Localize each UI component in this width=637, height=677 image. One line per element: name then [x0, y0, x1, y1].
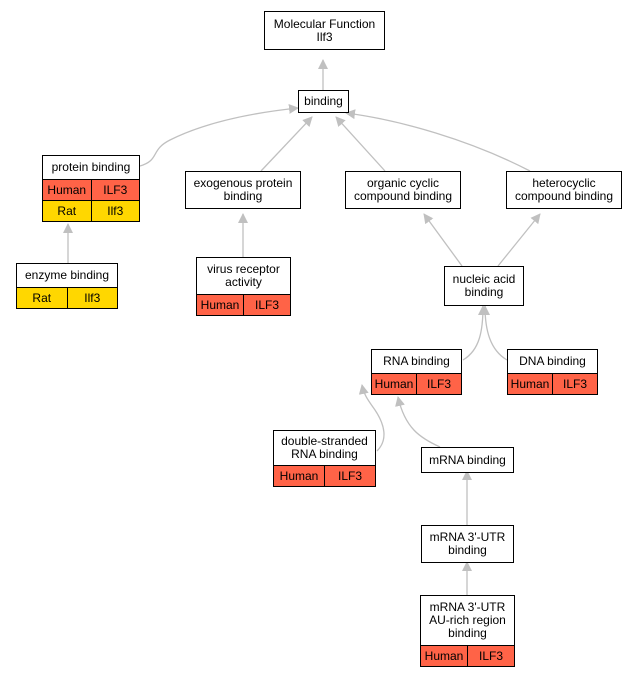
node-mrna-binding[interactable]: mRNA binding	[421, 447, 514, 473]
node-title-line: AU-rich region	[429, 613, 506, 627]
node-title-line: mRNA 3'-UTR	[429, 600, 506, 614]
gene-cell: ILF3	[467, 646, 514, 666]
node-title: enzyme binding	[17, 264, 117, 287]
node-title: RNA binding	[372, 350, 461, 373]
node-title-line: mRNA 3'-UTR	[429, 530, 506, 544]
edge-exogenous-to-binding	[260, 116, 313, 172]
node-title: binding	[299, 91, 348, 112]
node-title-line: exogenous protein	[193, 176, 293, 190]
gene-cell: ILF3	[324, 466, 375, 486]
node-title: protein binding	[43, 156, 139, 179]
node-title-line: binding	[223, 189, 263, 203]
edge-dna-to-nucleic	[480, 305, 508, 361]
node-title-line: protein binding	[51, 160, 131, 174]
node-title-line: binding	[448, 543, 487, 557]
node-title-line: binding	[464, 285, 504, 299]
species-cell: Rat	[43, 201, 91, 221]
node-title-line: Ilf3	[316, 29, 333, 44]
edge-protein-binding-to-binding	[139, 103, 299, 167]
node-title: DNA binding	[508, 350, 597, 373]
node-title-line: nucleic acid	[452, 272, 516, 286]
gene-cell: ILF3	[243, 295, 290, 315]
gene-cell: Ilf3	[90, 201, 139, 221]
gene-cell: ILF3	[416, 374, 461, 394]
species-cell: Human	[372, 374, 416, 394]
species-cell: Human	[43, 180, 91, 200]
node-title-line: compound binding	[353, 189, 453, 203]
edge-mrna-to-rna	[395, 396, 441, 448]
edge-rna-to-nucleic	[462, 305, 488, 361]
node-title-line: enzyme binding	[24, 268, 110, 282]
node-title-line: Molecular Function	[273, 16, 376, 31]
node-binding[interactable]: binding	[298, 90, 349, 113]
gene-cell: Ilf3	[66, 288, 117, 308]
node-title-line: double-stranded	[281, 434, 368, 448]
node-title-line: binding	[304, 94, 343, 108]
node-title-line: virus receptor	[207, 262, 280, 276]
node-title-line: heterocyclic	[532, 176, 596, 190]
gene-cell: ILF3	[552, 374, 597, 394]
node-title-line: mRNA binding	[429, 452, 506, 467]
gene-cell: ILF3	[90, 180, 139, 200]
node-title-line: DNA binding	[519, 354, 586, 368]
species-cell: Human	[197, 295, 243, 315]
node-title-line: compound binding	[514, 189, 614, 203]
species-cell: Human	[274, 466, 324, 486]
node-title: mRNA binding	[422, 448, 513, 472]
node-title-line: activity	[225, 275, 262, 289]
node-title-line: binding	[448, 626, 487, 640]
edge-nucleic-to-heterocyclic	[497, 213, 541, 267]
edge-dsrna-to-rna	[358, 384, 385, 452]
edge-organic-to-binding	[335, 116, 386, 172]
edge-heterocyclic-to-binding	[345, 109, 531, 172]
edge-nucleic-to-organic	[423, 213, 463, 267]
node-title-line: organic cyclic	[366, 176, 439, 190]
species-cell: Rat	[17, 288, 67, 308]
species-cell: Human	[421, 646, 467, 666]
node-title-line: RNA binding	[383, 354, 450, 368]
node-title-line: RNA binding	[291, 447, 358, 461]
species-cell: Human	[508, 374, 552, 394]
